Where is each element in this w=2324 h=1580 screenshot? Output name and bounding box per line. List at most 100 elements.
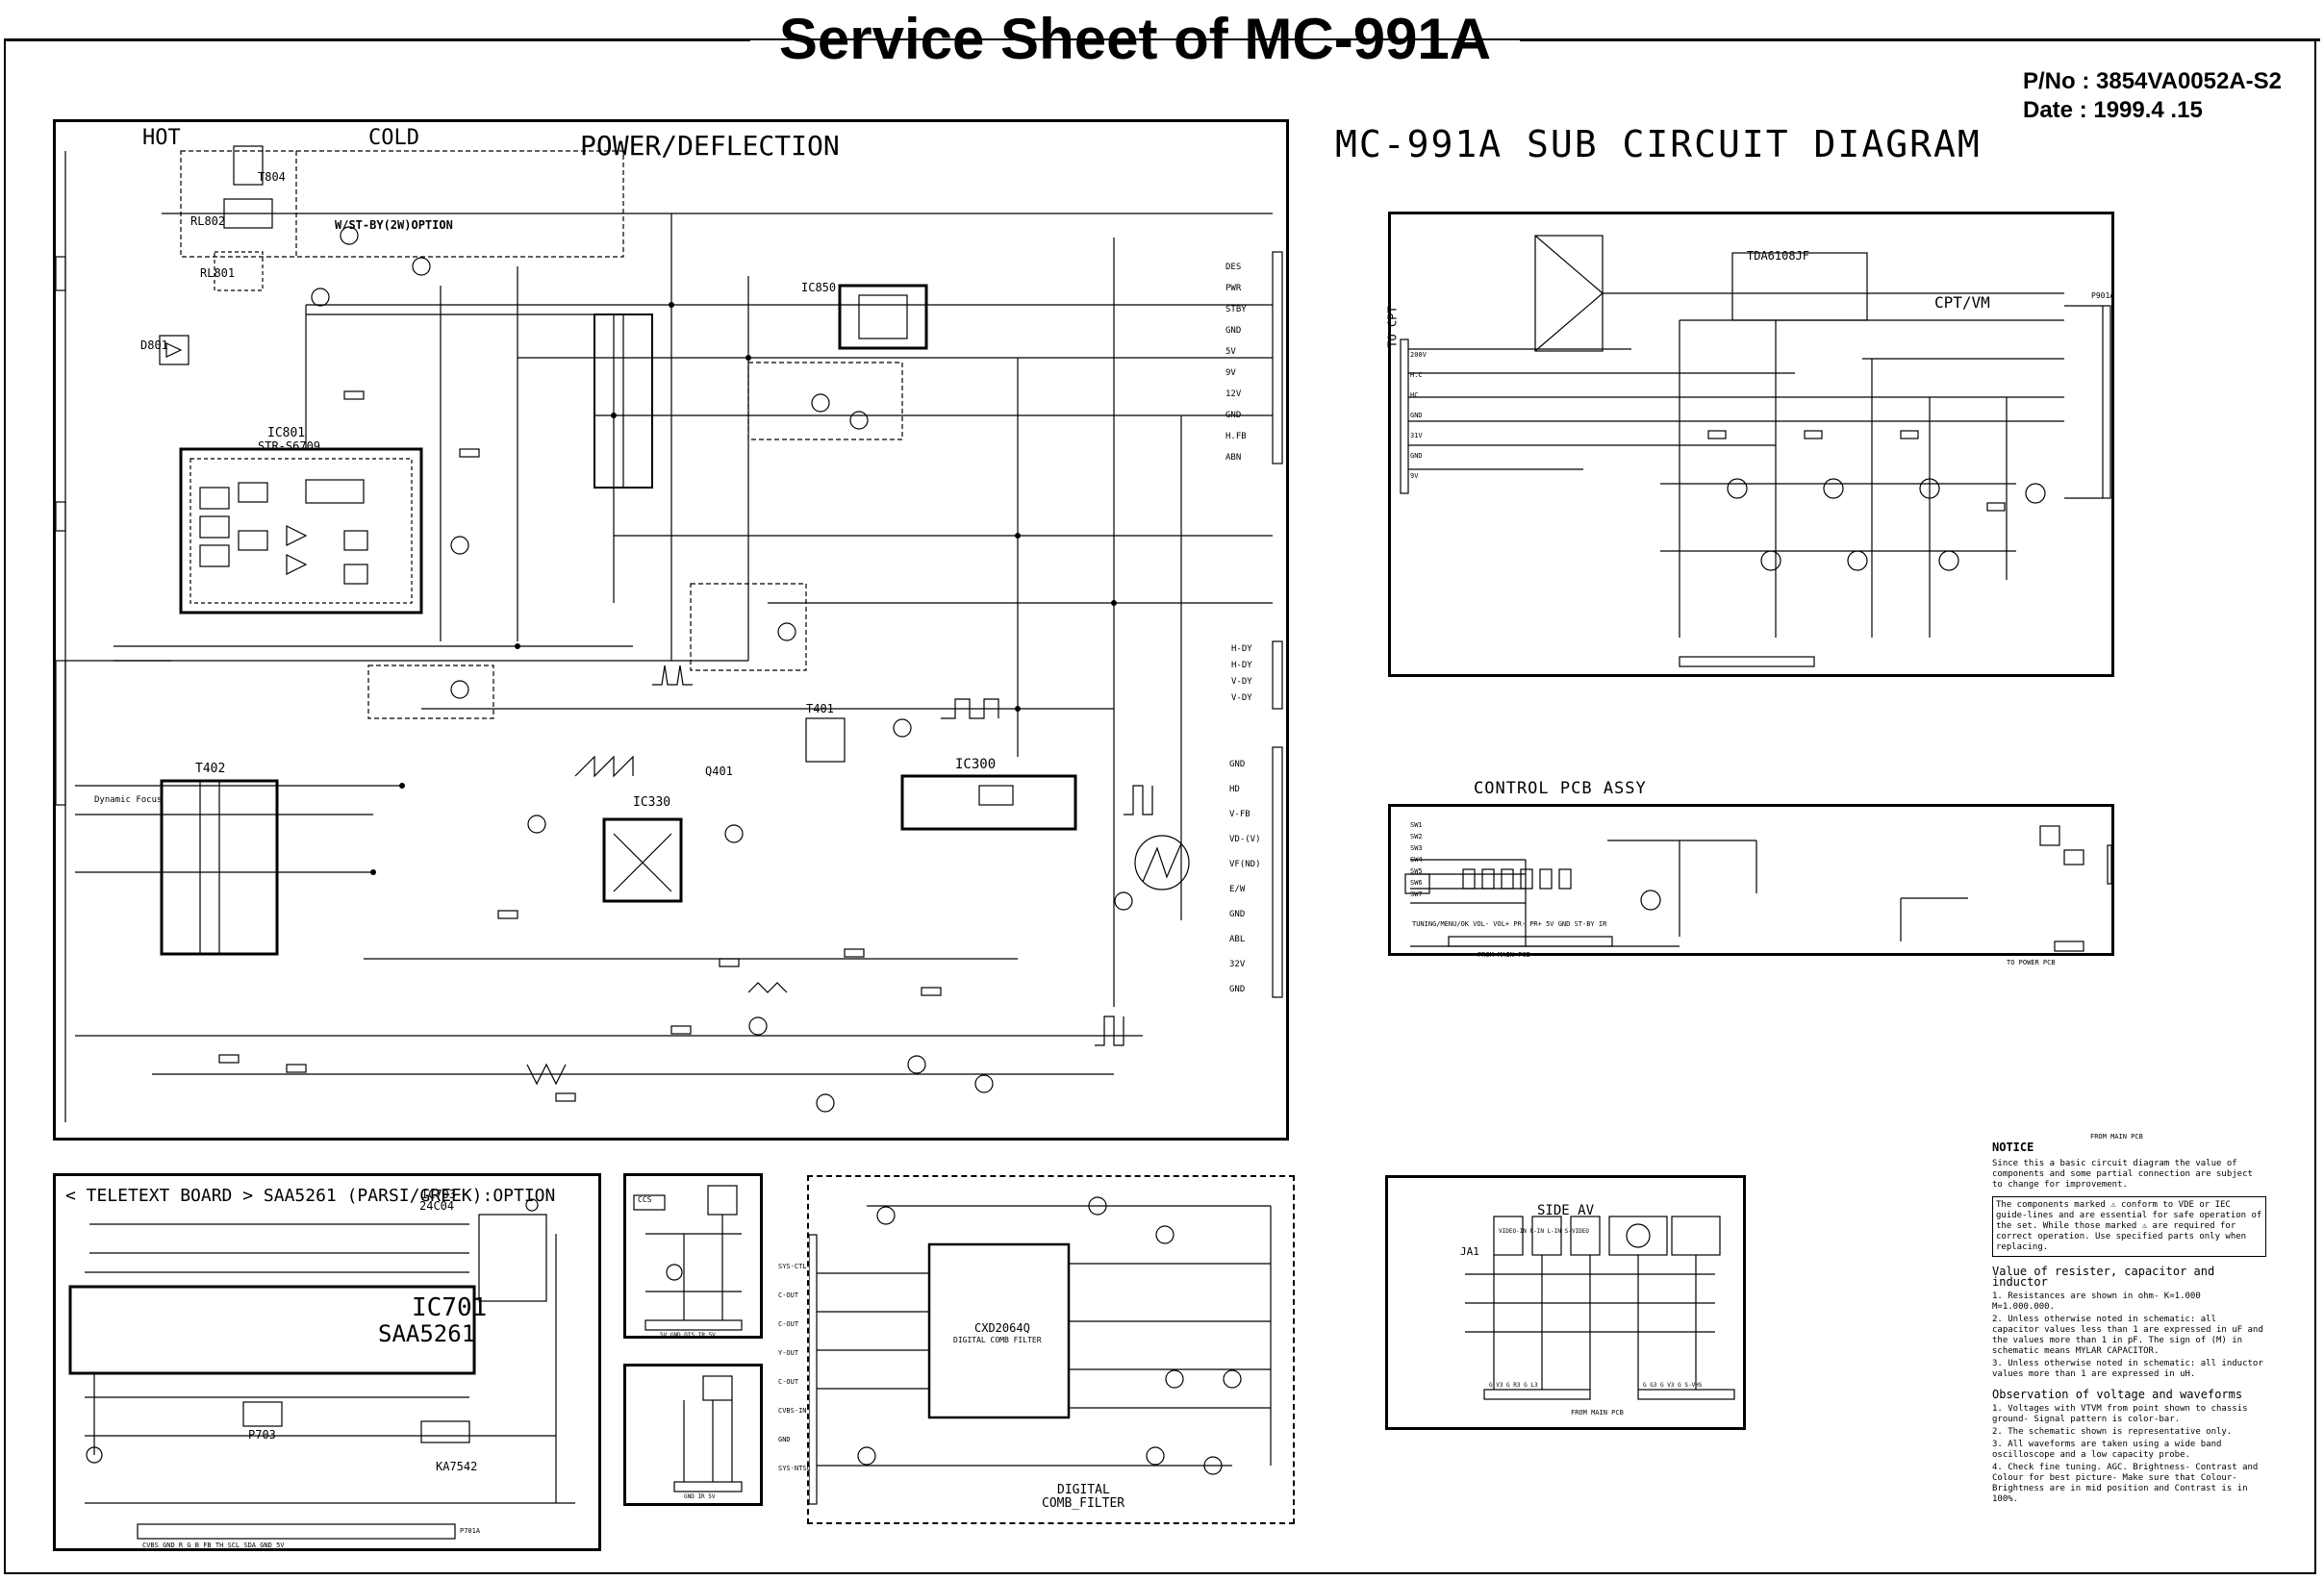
switch-label: SW6 xyxy=(1410,879,1423,887)
notice-title: NOTICE xyxy=(1992,1141,2034,1154)
pin-label: GND xyxy=(1410,412,1423,419)
tda6108jf-box xyxy=(1731,252,1868,321)
cpt-vm-schematic xyxy=(1400,235,2111,667)
hot-label: HOT xyxy=(142,126,181,150)
ir-receiver-2-panel: GND IR 5V xyxy=(623,1364,763,1506)
ic703-part-label: 24C04 xyxy=(419,1199,455,1213)
ic801-part-label: STR-S6709 xyxy=(258,439,321,453)
ic300-label: IC300 xyxy=(955,757,997,772)
ws-option-block xyxy=(747,362,903,440)
cpt-right-connector xyxy=(2102,305,2111,499)
part-info: P/No : 3854VA0052A-S2 Date : 1999.4 .15 xyxy=(2023,67,2282,125)
pin-label: Y-OUT xyxy=(778,1349,799,1357)
cxd2064q-label: CXD2064Q xyxy=(974,1321,1030,1335)
pin-label: C-OUT xyxy=(778,1320,799,1328)
side-av-schematic xyxy=(1465,1216,1735,1400)
notice-intro: Since this a basic circuit diagram the v… xyxy=(1992,1159,2253,1190)
notice-value-1: 1. Resistances are shown in ohm- K=1.000… xyxy=(1992,1292,2201,1312)
pin-label: 31V xyxy=(1410,432,1423,439)
ir-receiver-schematic xyxy=(633,1185,743,1331)
comb-sub-label: DIGITAL COMB FILTER xyxy=(953,1336,1042,1344)
pin-label: DES xyxy=(1225,263,1242,272)
power-deflection-panel: HOT COLD POWER/DEFLECTION W/ST-BY(2W)OPT… xyxy=(53,119,1289,1141)
side-av-jacks-label: VIDEO-IN R-IN L-IN S-VIDEO xyxy=(1499,1228,1589,1235)
pin-label: H.C xyxy=(1410,371,1423,379)
rl801-label: RL801 xyxy=(200,266,236,280)
pin-label: 12V xyxy=(1225,389,1242,399)
q401-label: Q401 xyxy=(705,765,733,778)
ic703-box xyxy=(478,1214,547,1302)
pin-label: GND xyxy=(778,1436,791,1443)
pin-label: 5V xyxy=(1225,347,1236,357)
p901a-label: P901A xyxy=(2091,291,2115,300)
notice-block: NOTICE Since this a basic circuit diagra… xyxy=(1992,1141,2266,1507)
dynamic-focus-label: Dynamic Focus xyxy=(94,795,163,805)
switch-label: SW2 xyxy=(1410,833,1423,840)
d801-box xyxy=(159,335,189,365)
pin-label: 200V xyxy=(1410,351,1427,359)
pin-label: 9V xyxy=(1410,472,1419,480)
tda6108jf-label: TDA6108JF xyxy=(1747,249,1810,263)
pin-label: PWR xyxy=(1225,284,1242,293)
p701a-connector xyxy=(137,1523,456,1540)
pin-label: GND xyxy=(1410,452,1423,460)
ja1-label: JA1 xyxy=(1460,1245,1479,1258)
pin-label: GND xyxy=(1229,910,1246,919)
part-number: P/No : 3854VA0052A-S2 xyxy=(2023,68,2283,94)
side-av-panel: SIDE AV JA1 VIDEO-IN R-IN L-IN S-VIDEO G… xyxy=(1385,1175,1746,1430)
standby-option-label: W/ST-BY(2W)OPTION xyxy=(335,218,453,232)
switch-label: SW3 xyxy=(1410,844,1423,852)
side-av-conn-right xyxy=(1637,1389,1735,1400)
notice-value-2: 2. Unless otherwise noted in schematic: … xyxy=(1992,1315,2263,1356)
notice-obs-title: Observation of voltage and waveforms xyxy=(1992,1388,2243,1401)
cpt-vm-label: CPT/VM xyxy=(1934,293,1990,312)
t401-label: T401 xyxy=(806,702,834,715)
comb-label-2: COMB_FILTER xyxy=(1042,1496,1125,1511)
power-deflection-label: POWER/DEFLECTION xyxy=(580,130,840,162)
notice-obs-4: 4. Check fine tuning. AGC. Brightness- C… xyxy=(1992,1463,2259,1504)
pin-label: VF(ND) xyxy=(1229,860,1261,869)
pin-label: V-DY xyxy=(1231,693,1252,703)
control-pcb-title: CONTROL PCB ASSY xyxy=(1474,779,1647,798)
ic330-box xyxy=(602,817,683,903)
switch-label: SW4 xyxy=(1410,856,1423,864)
notice-obs-2: 2. The schematic shown is representative… xyxy=(1992,1427,2233,1437)
ic850-box xyxy=(838,284,928,350)
rl802-box xyxy=(223,198,273,229)
ic701-label: IC701 xyxy=(412,1293,488,1322)
conn-p801a xyxy=(1272,251,1283,464)
p701a-label: P701A xyxy=(460,1527,481,1535)
switch-label: SW7 xyxy=(1410,890,1423,898)
ic801-box xyxy=(179,447,423,614)
control-to-power-label: TO POWER PCB xyxy=(2007,959,2056,966)
cxd2064q-box xyxy=(927,1242,1071,1419)
dy-symbol xyxy=(1134,835,1190,890)
to-cpt-label: TO CPT xyxy=(1385,306,1400,348)
ka7542-box xyxy=(420,1420,470,1443)
pin-label: GND xyxy=(1225,411,1242,420)
notice-values-title: Value of resister, capacitor and inducto… xyxy=(1992,1265,2215,1289)
ir-receiver-panel: CCS 5V GND DIS IR 5V xyxy=(623,1173,763,1339)
side-av-from-main: FROM MAIN PCB xyxy=(1571,1409,1624,1417)
pin-label: GND xyxy=(1229,985,1246,994)
date: Date : 1999.4 .15 xyxy=(2023,97,2203,123)
ir2-pin-labels: GND IR 5V xyxy=(684,1493,716,1500)
cpt-left-connector xyxy=(1400,339,1409,494)
p703-box xyxy=(242,1401,283,1427)
side-av-left-pins: G V3 G R3 G L3 xyxy=(1489,1382,1538,1389)
pin-label: GND xyxy=(1229,760,1246,769)
comb-label-1: DIGITAL xyxy=(1057,1483,1110,1497)
standby-dashed-block xyxy=(180,150,624,258)
xray-protect-block xyxy=(367,665,494,719)
pin-label: C-OUT xyxy=(778,1292,799,1299)
ic701-part-label: SAA5261 xyxy=(378,1320,476,1347)
pin-label: ABL xyxy=(1229,935,1246,944)
comb-filter-schematic xyxy=(809,1196,1272,1505)
sw-option-block xyxy=(690,583,807,671)
rl802-label: RL802 xyxy=(190,214,226,228)
